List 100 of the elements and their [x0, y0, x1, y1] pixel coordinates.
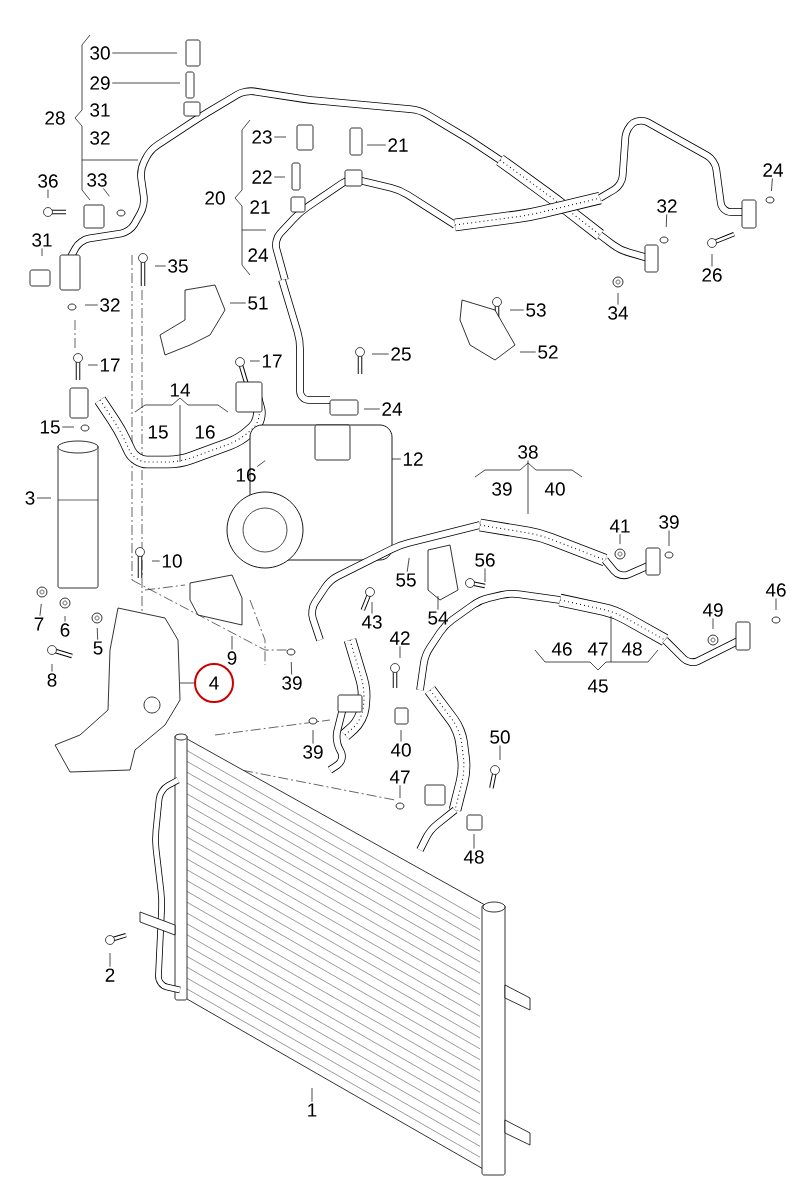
callout-number: 21 — [250, 200, 270, 214]
callout-number: 55 — [396, 573, 416, 587]
leader-line — [96, 627, 99, 641]
callout-number: 16 — [195, 425, 215, 439]
leader-line — [617, 292, 619, 305]
callout-number: 20 — [205, 191, 225, 205]
leader-line — [231, 635, 233, 650]
callout-number: 39 — [282, 676, 302, 690]
leader-line — [111, 52, 178, 54]
callout-number: 52 — [538, 345, 558, 359]
callout-number: 46 — [765, 583, 786, 597]
leader-line — [111, 82, 181, 84]
leader-line — [619, 533, 621, 545]
leader-line — [527, 460, 529, 515]
callout-number: 34 — [608, 306, 628, 320]
callout-number: 2 — [105, 968, 115, 982]
callout-number: 46 — [551, 642, 572, 656]
callout-number: 21 — [388, 138, 408, 152]
callout-number: 32 — [100, 298, 120, 312]
leader-line — [312, 729, 314, 744]
leader-line — [39, 603, 42, 617]
leader-line — [499, 745, 501, 761]
callout-number: 53 — [526, 303, 546, 317]
leader-line — [366, 144, 387, 146]
callout-number: 39 — [492, 482, 512, 496]
callout-number: 16 — [236, 468, 256, 482]
callout-number: 45 — [587, 679, 608, 693]
leader-line — [229, 302, 247, 304]
callout-number: 9 — [227, 651, 237, 665]
leader-line — [771, 178, 773, 192]
leader-line — [47, 189, 49, 199]
callout-number: 14 — [170, 383, 190, 397]
leader-line — [61, 426, 75, 428]
leader-line — [179, 682, 195, 684]
callout-number: 30 — [90, 46, 110, 60]
leader-line — [399, 646, 401, 659]
callout-number: 40 — [390, 743, 411, 757]
leader-line — [256, 460, 266, 467]
callout-number: 32 — [90, 131, 110, 145]
callout-number: 24 — [248, 248, 268, 262]
leader-line — [51, 663, 53, 672]
callout-number: 3 — [25, 491, 35, 505]
callout-number: 49 — [702, 603, 723, 617]
callout-number: 47 — [587, 642, 608, 656]
leader-line — [437, 595, 439, 611]
leader-line — [273, 136, 287, 138]
leader-line — [711, 253, 713, 267]
callout-number: 33 — [87, 173, 107, 187]
callout-number: 31 — [90, 103, 110, 117]
leader-line — [64, 615, 66, 622]
leader-line — [84, 304, 99, 306]
leader-line — [87, 364, 99, 366]
callout-number: 12 — [403, 452, 423, 466]
callout-number: 43 — [361, 615, 382, 629]
callout-number: 23 — [252, 130, 272, 144]
leader-line — [509, 309, 525, 311]
leader-line — [473, 833, 475, 849]
leader-line — [391, 458, 402, 460]
callout-number: 22 — [252, 170, 272, 184]
callout-number: 36 — [38, 174, 58, 188]
leader-line — [484, 568, 486, 583]
leader-line — [399, 784, 401, 799]
callout-number: 40 — [544, 482, 565, 496]
callout-number: 38 — [518, 445, 538, 459]
callout-number: 48 — [621, 642, 642, 656]
leader-line — [406, 557, 410, 573]
leader-line — [371, 353, 390, 355]
leader-line — [109, 952, 111, 968]
leader-line — [290, 661, 293, 675]
leader-line — [363, 408, 381, 410]
callout-number: 50 — [490, 730, 510, 744]
leader-line — [154, 265, 167, 267]
callout-number: 54 — [428, 611, 448, 625]
callout-number: 47 — [389, 770, 410, 784]
callout-number: 24 — [382, 402, 402, 416]
callout-number: 15 — [148, 425, 168, 439]
callout-number: 39 — [303, 745, 323, 759]
callout-number: 51 — [248, 296, 268, 310]
leader-line — [311, 1087, 313, 1103]
leader-line — [665, 214, 668, 228]
callout-number: 32 — [657, 199, 677, 213]
callout-number: 28 — [45, 111, 65, 125]
callout-number: 39 — [659, 515, 679, 529]
callout-number: 8 — [47, 673, 57, 687]
callout-number: 15 — [40, 420, 60, 434]
callout-number: 1 — [308, 1103, 317, 1117]
callout-number: 31 — [32, 233, 52, 247]
leader-line — [371, 601, 373, 614]
leader-line — [36, 497, 52, 499]
leader-line — [519, 351, 537, 353]
callout-number: 29 — [90, 76, 110, 90]
callout-number: 5 — [93, 641, 103, 655]
leader-line — [775, 598, 777, 611]
callout-number: 26 — [702, 268, 722, 282]
leader-line — [103, 188, 110, 197]
callout-number: 6 — [60, 623, 70, 637]
callout-number: 24 — [763, 163, 783, 177]
leader-line — [249, 360, 261, 362]
callout-number: 56 — [475, 553, 495, 567]
leader-line — [400, 729, 402, 742]
